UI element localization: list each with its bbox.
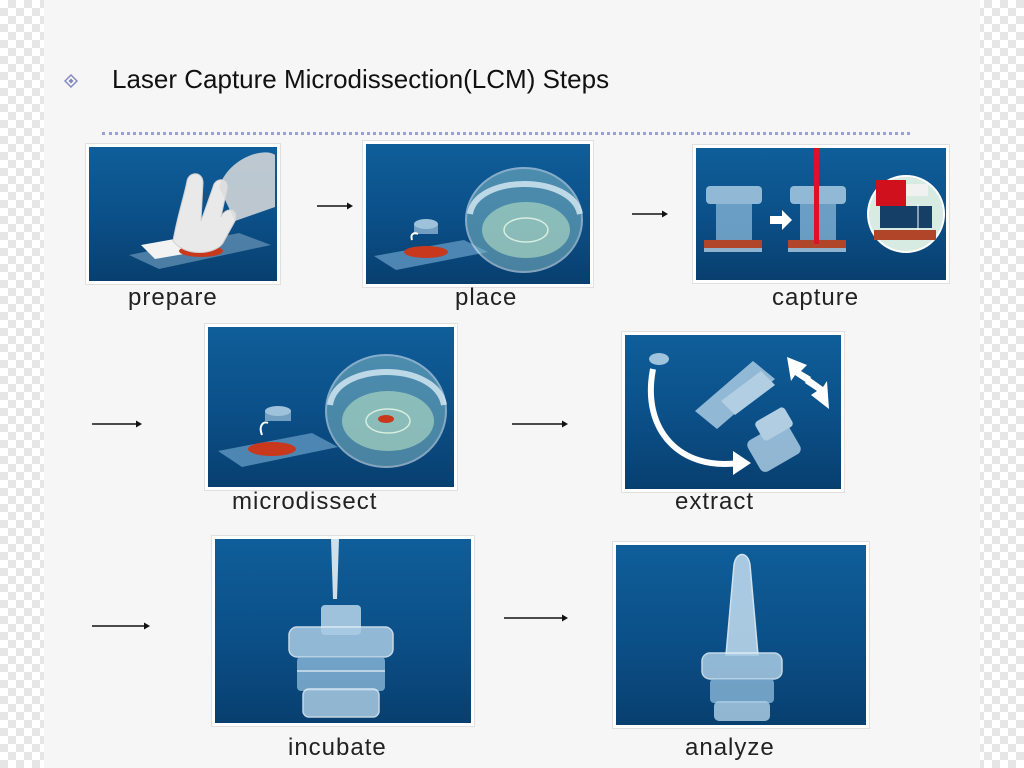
step-label-place: place — [455, 284, 518, 311]
cap-lifting-cells-icon — [218, 354, 447, 468]
slide-title: Laser Capture Microdissection(LCM) Steps — [112, 64, 610, 94]
step-label-incubate: incubate — [288, 734, 387, 761]
right-arrow-icon — [92, 622, 150, 630]
analyze-image — [613, 542, 869, 728]
step-label-extract: extract — [675, 488, 755, 515]
pipette-into-tube-icon — [288, 539, 394, 718]
step-label-prepare: prepare — [128, 284, 218, 311]
step-label-analyze: analyze — [685, 734, 775, 761]
prepare-image — [86, 144, 280, 284]
step-label-capture: capture — [772, 284, 860, 311]
right-arrow-icon — [512, 420, 568, 428]
arrow-extract-to-incubate — [92, 620, 150, 632]
arrow-place-to-capture — [632, 208, 668, 220]
arrow-microdissect-to-extract — [512, 418, 568, 430]
extract-image — [622, 332, 844, 492]
cap-over-tissue-slide-icon — [374, 167, 583, 273]
arrow-capture-to-microdissect — [92, 418, 142, 430]
gloved-hand-wiping-slide-icon — [129, 152, 275, 269]
laser-beam-capture-icon — [704, 148, 945, 253]
dotted-divider — [102, 132, 910, 135]
arrow-incubate-to-analyze — [504, 612, 568, 624]
diamond-bullet-icon — [64, 74, 78, 88]
incubate-image — [212, 536, 474, 726]
right-arrow-icon — [632, 210, 668, 218]
cap-rotation-arrows-icon — [647, 353, 829, 475]
sealed-tube-icon — [701, 553, 783, 721]
right-arrow-icon — [317, 202, 353, 210]
microdissect-image — [205, 324, 457, 490]
arrow-prepare-to-place — [317, 200, 353, 212]
place-image — [363, 141, 593, 287]
capture-image — [693, 145, 949, 283]
right-arrow-icon — [504, 614, 568, 622]
right-arrow-icon — [92, 420, 142, 428]
step-label-microdissect: microdissect — [232, 488, 378, 515]
